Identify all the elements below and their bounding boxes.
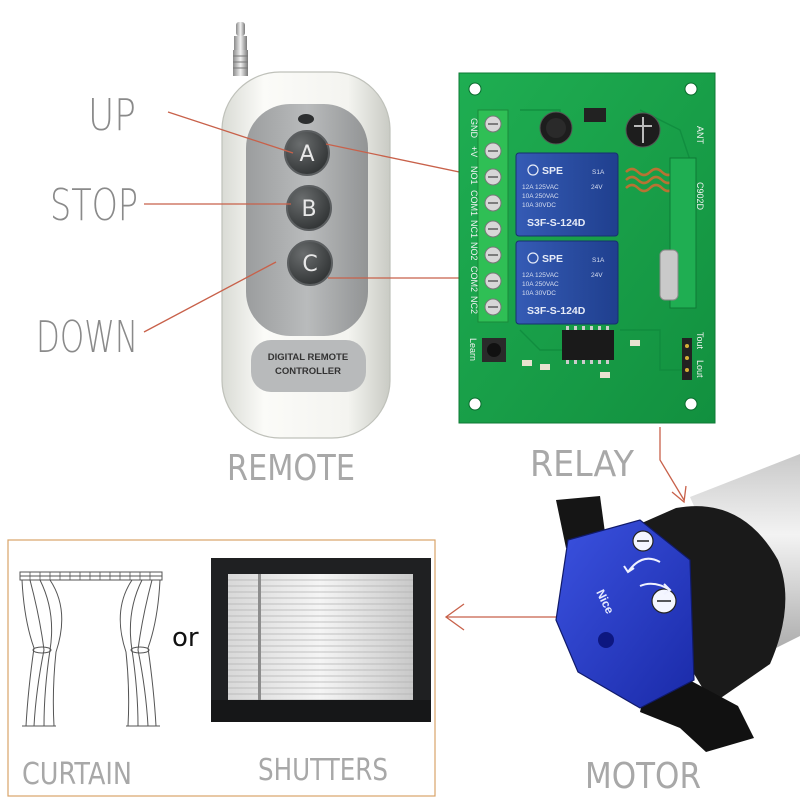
remote-button-a[interactable]: A — [284, 130, 330, 176]
relay-board: GND +V NO1 COM1 NC1 NO2 COM2 NC2 SPE S1A… — [458, 72, 716, 424]
button-a-label: A — [299, 142, 314, 167]
label-or: or — [172, 623, 199, 653]
svg-text:COM1: COM1 — [469, 190, 479, 216]
relay-2: SPE S1A 12A 125VAC 10A 250VAC 10A 30VDC … — [515, 240, 619, 325]
svg-text:10A 250VAC: 10A 250VAC — [522, 193, 559, 200]
svg-text:+V: +V — [469, 146, 479, 157]
svg-text:NO1: NO1 — [469, 166, 479, 185]
svg-text:10A 30VDC: 10A 30VDC — [522, 202, 556, 209]
pointer-down-to-c — [143, 261, 277, 333]
svg-text:12A 125VAC: 12A 125VAC — [522, 184, 559, 191]
label-down: DOWN — [36, 312, 138, 363]
svg-text:COM2: COM2 — [469, 266, 479, 292]
label-remote: REMOTE — [227, 448, 355, 489]
ant-label: ANT — [695, 126, 705, 145]
tubular-motor: Nice — [555, 454, 800, 752]
direction-arrows-icon — [623, 557, 672, 595]
label-motor: MOTOR — [585, 756, 701, 797]
curtain-drawing — [19, 571, 163, 727]
label-shutters: SHUTTERS — [258, 753, 388, 788]
button-b-label: B — [301, 197, 316, 222]
remote-button-c[interactable]: C — [287, 240, 333, 286]
svg-text:S1A: S1A — [592, 169, 605, 176]
arrow-motor-to-curtain — [444, 603, 570, 631]
label-up: UP — [88, 90, 136, 141]
button-c-label: C — [302, 252, 317, 277]
relay-1: SPE S1A 12A 125VAC 10A 250VAC 10A 30VDC … — [515, 152, 619, 237]
svg-text:S3F-S-124D: S3F-S-124D — [527, 217, 586, 229]
svg-text:NC1: NC1 — [469, 220, 479, 238]
lout-label: Lout — [695, 360, 705, 378]
svg-text:SPE: SPE — [542, 165, 563, 177]
module-label: C902D — [695, 182, 705, 211]
svg-text:24V: 24V — [591, 272, 603, 279]
learn-button[interactable] — [482, 338, 506, 362]
pointer-up-to-a — [167, 111, 294, 154]
antenna — [233, 22, 248, 76]
remote-label-plate — [251, 340, 366, 392]
ic-chip — [562, 330, 614, 360]
svg-text:NO2: NO2 — [469, 242, 479, 261]
svg-text:S1A: S1A — [592, 257, 605, 264]
svg-text:10A 250VAC: 10A 250VAC — [522, 281, 559, 288]
label-curtain: CURTAIN — [22, 757, 132, 792]
pin-header — [682, 338, 692, 380]
label-stop: STOP — [50, 180, 138, 231]
svg-text:24V: 24V — [591, 184, 603, 191]
plate-line2: CONTROLLER — [275, 366, 341, 377]
svg-text:S3F-S-124D: S3F-S-124D — [527, 305, 586, 317]
label-relay: RELAY — [530, 444, 635, 485]
svg-text:12A 125VAC: 12A 125VAC — [522, 272, 559, 279]
remote-controller: A B C DIGITAL REMOTE CONTROLLER — [221, 22, 391, 439]
terminal-block — [477, 109, 509, 323]
svg-text:SPE: SPE — [542, 253, 563, 265]
antenna-coil — [625, 167, 675, 193]
svg-text:GND: GND — [469, 118, 479, 139]
shutters-photo — [211, 558, 431, 722]
output-frame — [7, 539, 436, 797]
arrow-relay-to-motor — [659, 427, 687, 504]
led-indicator — [298, 114, 314, 124]
svg-text:10A 30VDC: 10A 30VDC — [522, 290, 556, 297]
capacitors — [539, 108, 661, 148]
learn-label: Learn — [468, 338, 478, 361]
remote-button-b[interactable]: B — [286, 185, 332, 231]
plate-line1: DIGITAL REMOTE — [268, 352, 348, 363]
terminal-labels: GND +V NO1 COM1 NC1 NO2 COM2 NC2 — [469, 118, 479, 314]
svg-text:NC2: NC2 — [469, 296, 479, 314]
tout-label: Tout — [695, 332, 705, 350]
